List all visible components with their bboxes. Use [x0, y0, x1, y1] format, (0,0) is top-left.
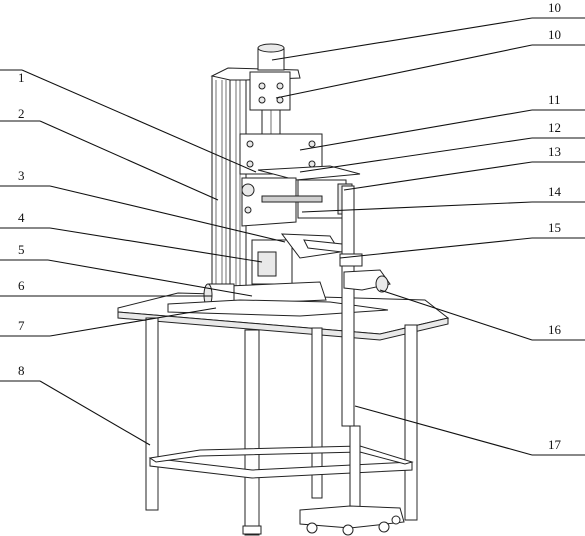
- table-leg-front-right: [404, 324, 418, 521]
- column-profile-left: [211, 75, 231, 303]
- callout-10-top: 10: [548, 0, 561, 15]
- callout-6: 6: [18, 278, 25, 293]
- callout-7: 7: [18, 318, 25, 333]
- lower-post: [349, 425, 361, 511]
- callout-8: 8: [18, 363, 25, 378]
- lower-frame-rear: [148, 445, 414, 465]
- upright-post: [341, 185, 355, 427]
- callout-1: 1: [18, 70, 25, 85]
- top-motor: [249, 43, 291, 137]
- lower-frame-front: [149, 457, 413, 479]
- leader-lines: [0, 17, 585, 456]
- callout-13: 13: [548, 144, 561, 159]
- base-plate: [167, 299, 389, 317]
- callout-14: 14: [548, 184, 562, 199]
- upper-bracket: [257, 165, 361, 181]
- callout-11: 11: [548, 92, 561, 107]
- table-leg-rear: [311, 327, 323, 499]
- caster-cart: [299, 505, 405, 536]
- slide-rod: [261, 195, 323, 203]
- callout-5: 5: [18, 242, 25, 257]
- callout-17: 17: [548, 437, 562, 452]
- callout-2: 2: [18, 106, 25, 121]
- horizontal-arm: [303, 239, 343, 253]
- table-stand: [117, 292, 450, 536]
- callout-4: 4: [18, 210, 25, 225]
- table-leg-front-center: [244, 329, 260, 536]
- callout-16: 16: [548, 322, 562, 337]
- callout-labels: 1 2 3 4 5 6 7 8 10 10 11 12 13 14 15 16 …: [18, 0, 562, 452]
- callout-3: 3: [18, 168, 25, 183]
- cart-base: [299, 505, 405, 529]
- callout-15: 15: [548, 220, 561, 235]
- motor-bracket: [249, 71, 291, 111]
- callout-10: 10: [548, 27, 561, 42]
- table-top-edge: [117, 311, 449, 341]
- table-leg-front-left: [145, 317, 159, 511]
- callout-12: 12: [548, 120, 561, 135]
